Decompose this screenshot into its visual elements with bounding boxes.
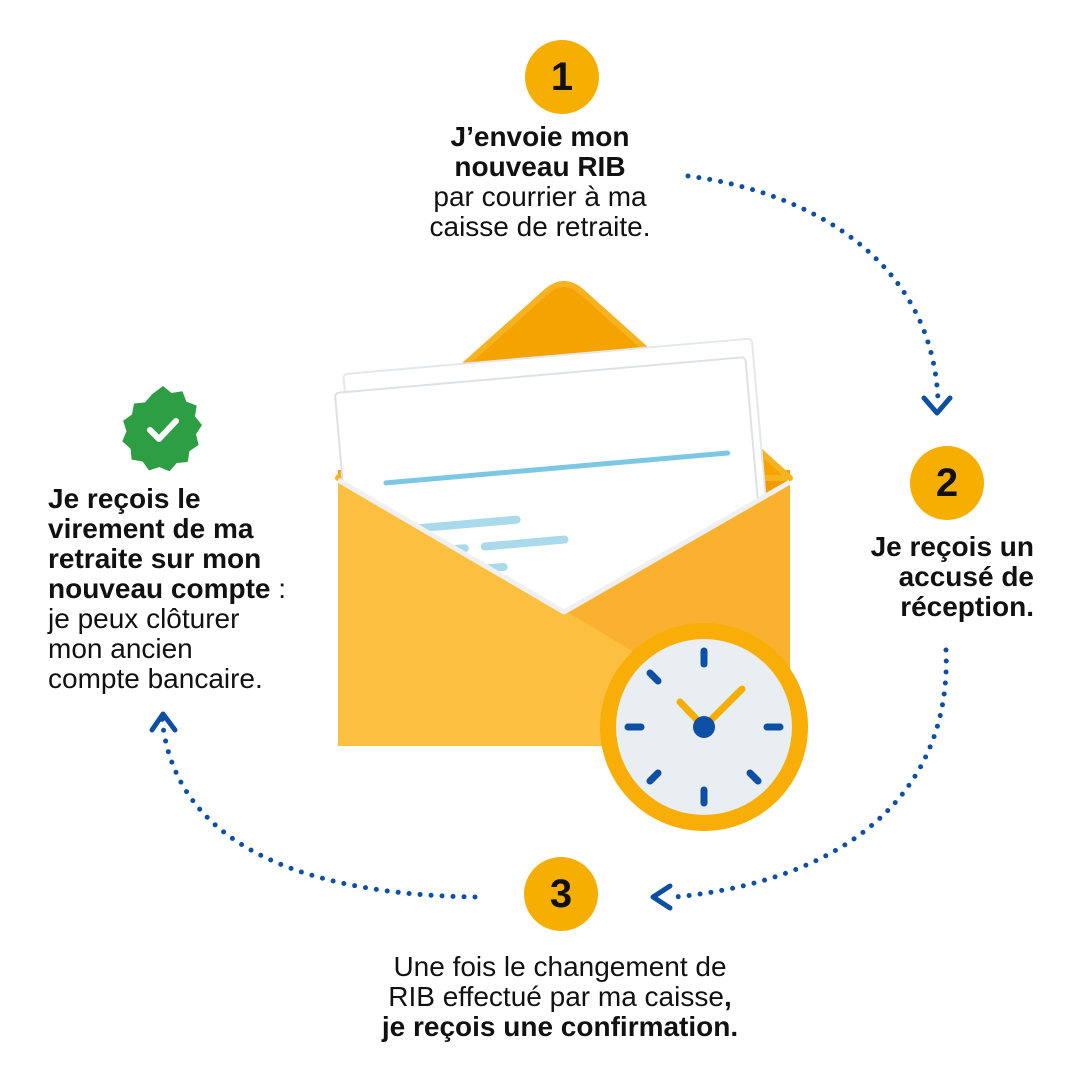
regular-text: RIB effectué par ma caisse: [388, 981, 724, 1012]
arrow-head-step-2: [921, 395, 953, 416]
bold-text: nouveau RIB: [454, 151, 626, 182]
bold-text: je reçois une confirmation.: [381, 1011, 739, 1042]
text-line: retraite sur mon: [48, 544, 348, 574]
text-line: accusé de: [800, 562, 1034, 592]
regular-text: Une fois le changement de: [393, 951, 727, 982]
arrow-path-3-to-final: [159, 715, 478, 900]
text-line: je reçois une confirmation.: [300, 1012, 820, 1042]
step-1-badge: 1: [525, 40, 599, 114]
bold-text: nouveau compte: [48, 573, 271, 604]
text-line: RIB effectué par ma caisse,: [300, 982, 820, 1012]
text-line: je peux clôturer: [48, 604, 348, 634]
clock-icon: [600, 623, 808, 831]
bold-text: accusé de: [898, 561, 1034, 592]
bold-text: réception.: [900, 591, 1034, 622]
regular-text: mon ancien: [48, 633, 193, 664]
bold-text: ,: [723, 981, 732, 1012]
regular-text: par courrier à ma: [433, 181, 647, 212]
text-line: Une fois le changement de: [300, 952, 820, 982]
check-badge-icon: [122, 386, 202, 472]
text-line: J’envoie mon: [385, 122, 695, 152]
text-line: caisse de retraite.: [385, 212, 695, 242]
envelope-fold-line: [336, 477, 792, 615]
bold-text: Je reçois le: [48, 483, 201, 514]
bold-text: virement de ma: [48, 513, 254, 544]
text-line: nouveau RIB: [385, 152, 695, 182]
text-line: compte bancaire.: [48, 664, 348, 694]
text-line: nouveau compte :: [48, 574, 348, 604]
text-line: par courrier à ma: [385, 182, 695, 212]
arrow-head-final: [149, 711, 178, 733]
text-line: Je reçois un: [800, 532, 1034, 562]
step-3-number: 3: [549, 872, 573, 916]
regular-text: :: [270, 573, 287, 604]
regular-text: caisse de retraite.: [429, 211, 651, 242]
step-2-badge: 2: [910, 446, 984, 520]
bold-text: J’envoie mon: [450, 121, 630, 152]
arrow-head-step-3: [650, 883, 673, 911]
regular-text: compte bancaire.: [48, 663, 263, 694]
step-3-badge: 3: [524, 857, 598, 931]
bold-text: Je reçois un: [870, 531, 1034, 562]
step-1-number: 1: [550, 55, 574, 99]
text-line: réception.: [800, 592, 1034, 622]
text-line: Je reçois le: [48, 484, 348, 514]
regular-text: je peux clôturer: [48, 603, 240, 634]
text-line: mon ancien: [48, 634, 348, 664]
arrow-path-2-to-3: [672, 647, 949, 900]
step-2-number: 2: [935, 461, 959, 505]
text-line: virement de ma: [48, 514, 348, 544]
bold-text: retraite sur mon: [48, 543, 262, 574]
